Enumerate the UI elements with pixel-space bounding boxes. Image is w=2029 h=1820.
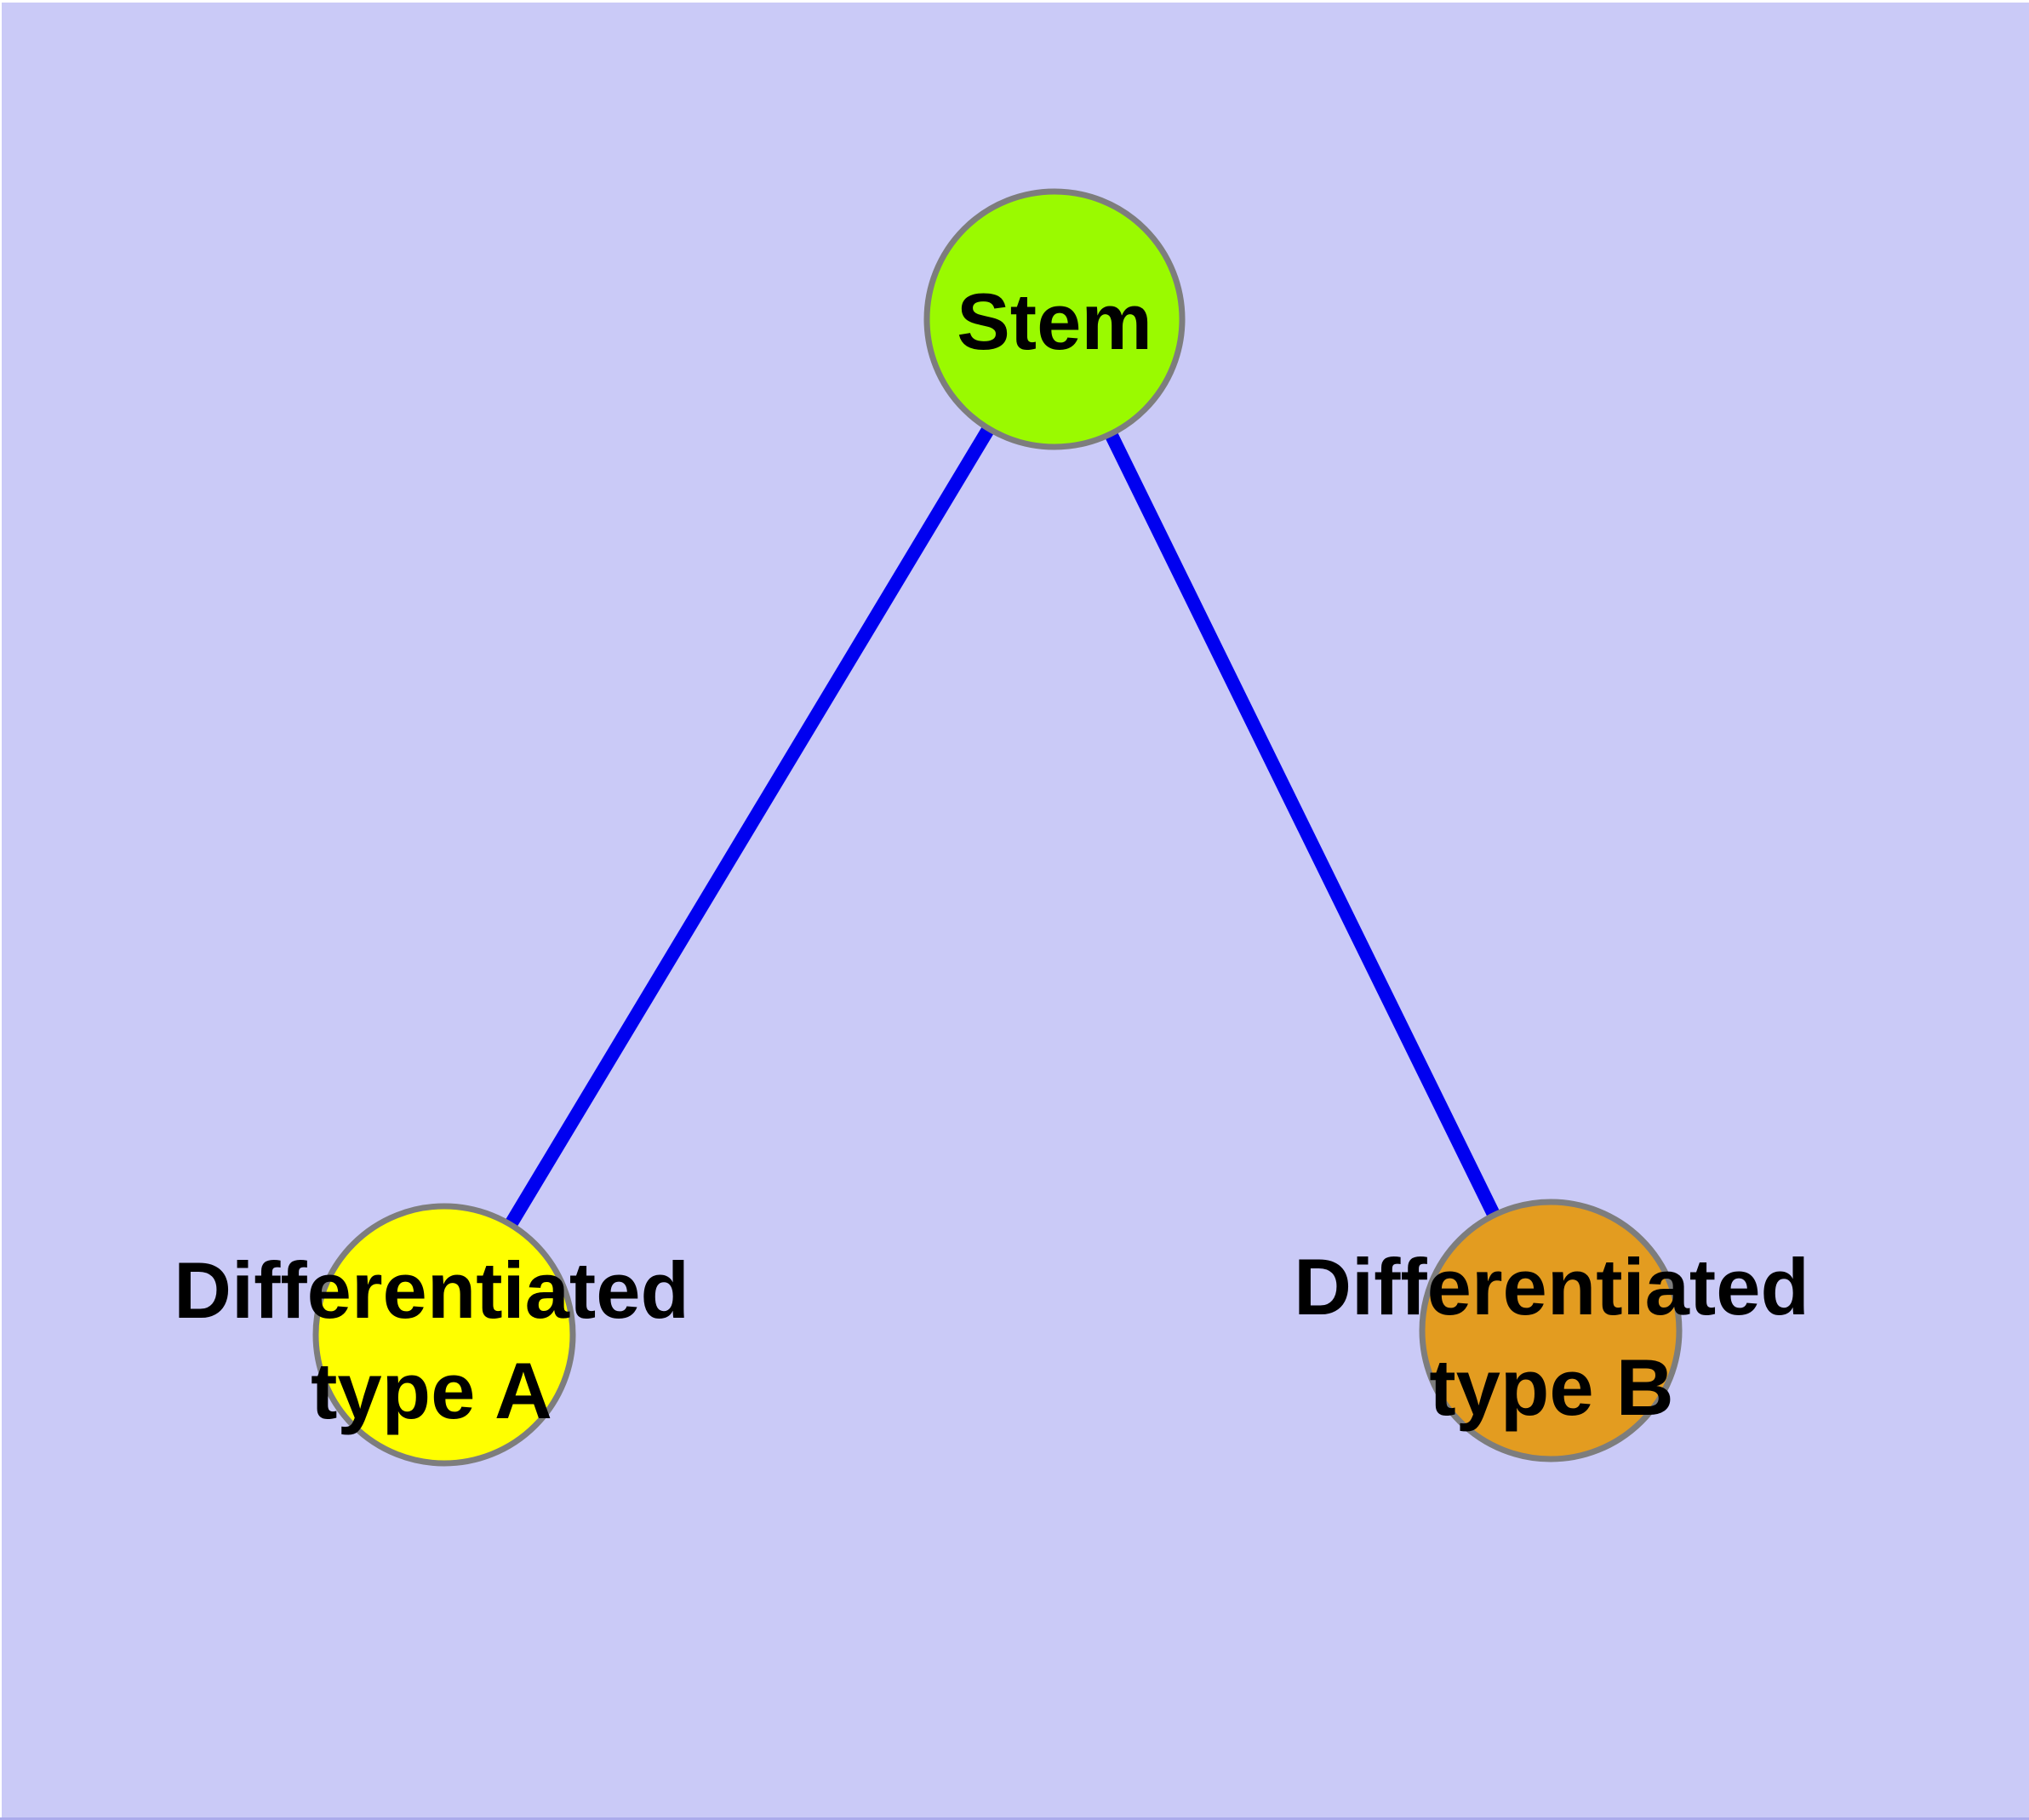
graph-svg: [2, 3, 2029, 1817]
edge-stem-to-type-a: [438, 315, 1060, 1339]
node-stem-circle: [923, 188, 1186, 450]
node-type-b-circle: [1419, 1199, 1683, 1462]
edge-stem-to-type-b: [1048, 316, 1557, 1334]
image-bottom-edge: [0, 1817, 2029, 1820]
diagram-canvas: Stem Differentiated type A Differentiate…: [2, 3, 2029, 1817]
node-type-a-circle: [312, 1203, 576, 1467]
